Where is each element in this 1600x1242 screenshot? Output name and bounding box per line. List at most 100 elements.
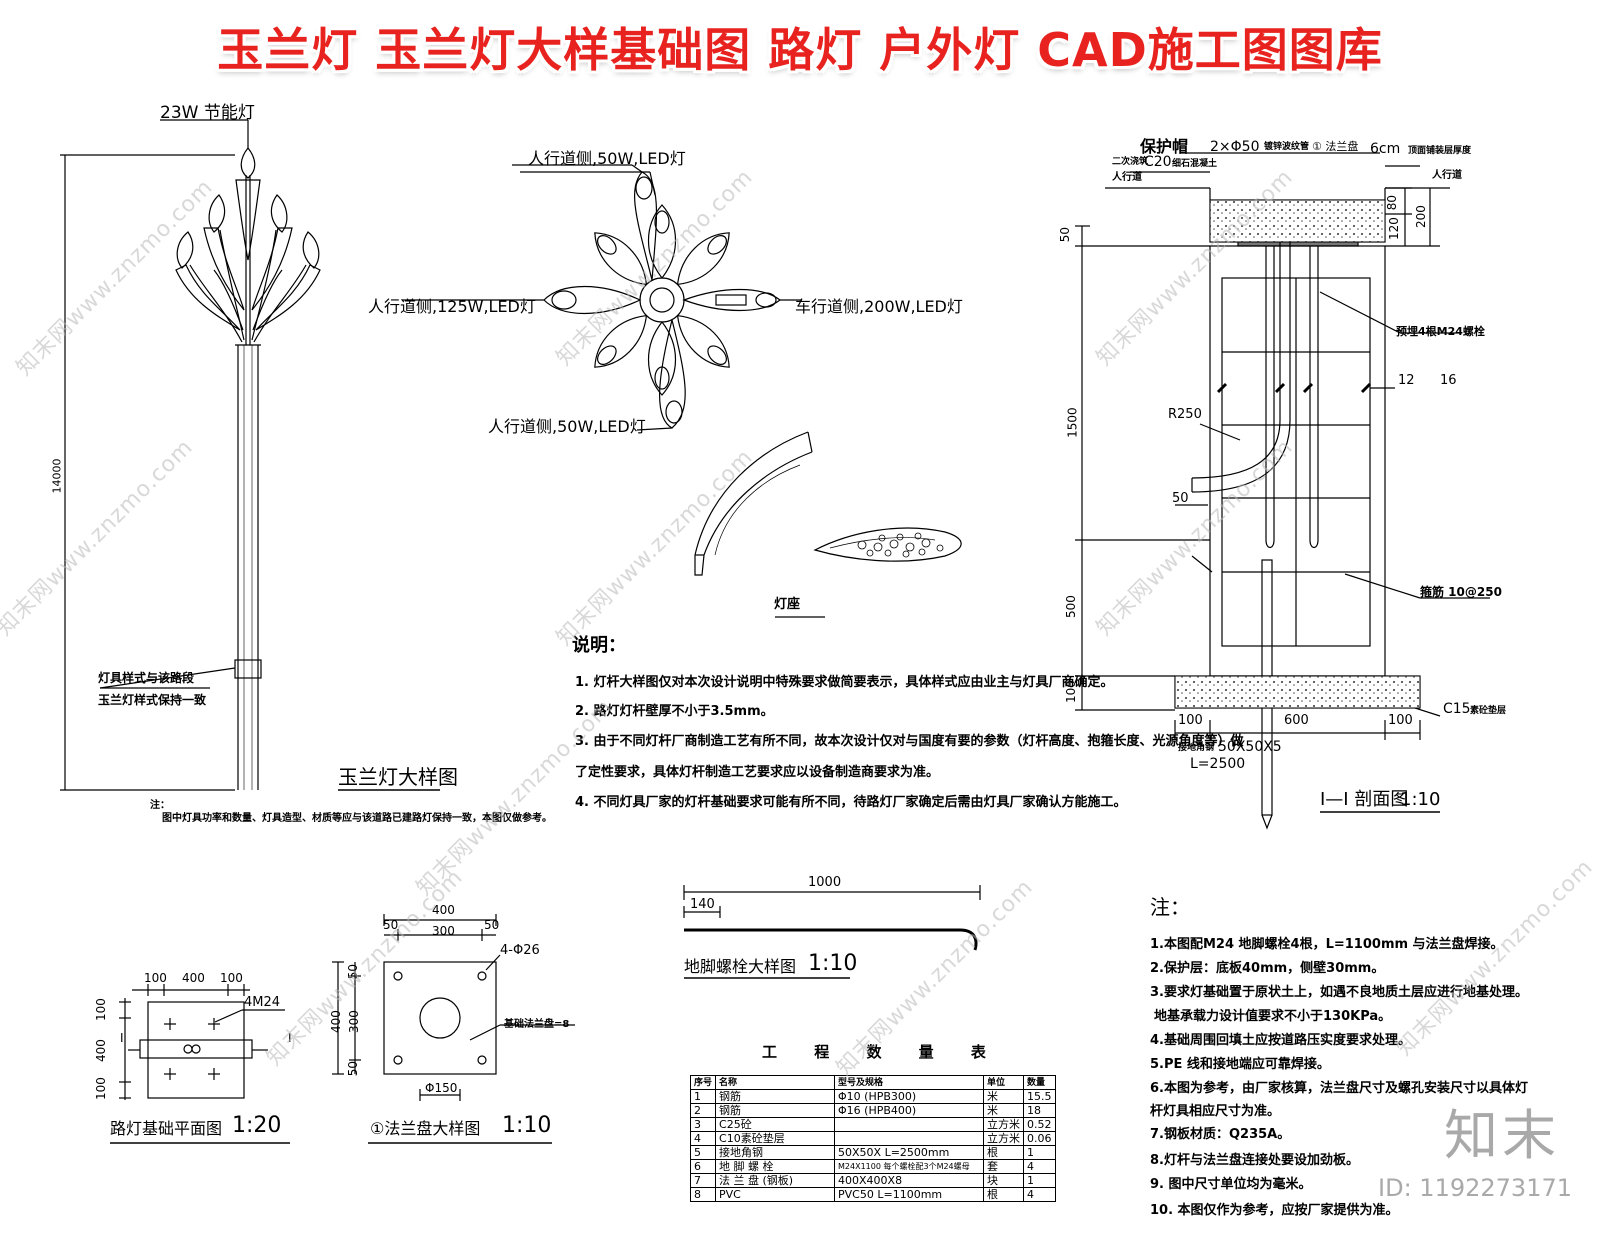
table-cell: 米	[983, 1103, 1025, 1118]
note-item: 3. 由于不同灯杆厂商制造工艺有所不同，故本次设计仅对与国度有要的参数（灯杆高度…	[575, 734, 1244, 749]
table-cell: 7	[689, 1173, 717, 1188]
table-cell: 立方米	[983, 1117, 1025, 1132]
note-item: 1. 灯杆大样图仅对本次设计说明中特殊要求做简要表示，具体样式应由业主与灯具厂商…	[575, 675, 1114, 690]
sec-dim-v: 500	[1063, 595, 1078, 619]
table-row: 8 PVC PVC50 L=1100mm 根 4	[689, 1187, 1056, 1202]
table-cell: 法 兰 盘 (钢板)	[715, 1173, 836, 1188]
table-row: 4 C10素砼垫层 立方米 0.06	[689, 1131, 1056, 1146]
table-cell: Φ10 (HPB300)	[834, 1089, 985, 1104]
sec-dim-h: 600	[1284, 713, 1309, 728]
sec-dim-right: 120	[1386, 217, 1401, 241]
table-header-cell: 单位	[983, 1075, 1025, 1090]
table-header-cell: 数量	[1023, 1075, 1056, 1090]
table-row: 6 地 脚 螺 栓 M24X1100 每个螺栓配3个M24螺母 套 4	[689, 1159, 1056, 1174]
label-ped-left: 人行道侧,125W,LED灯	[368, 297, 536, 316]
table-cell: 0.06	[1023, 1131, 1056, 1146]
table-cell: 0.52	[1023, 1117, 1056, 1132]
right-note-item: 9. 图中尺寸单位均为毫米。	[1150, 1177, 1312, 1192]
table-cell: Φ16 (HPB400)	[834, 1103, 985, 1118]
fp-scale: 1:20	[232, 1113, 282, 1138]
sec-radius: R250	[1168, 407, 1202, 422]
table-cell: 3	[689, 1117, 717, 1132]
right-note-item: 2.保护层：底板40mm，侧壁30mm。	[1150, 961, 1385, 976]
section-view	[1075, 152, 1490, 830]
fp-dim-top: 400	[182, 971, 205, 985]
sec-title: I—I 剖面图	[1320, 789, 1409, 810]
table-cell: 4	[1023, 1159, 1056, 1174]
table-cell: 米	[983, 1089, 1025, 1104]
table-row: 5 接地角钢 50X50X L=2500mm 根 1	[689, 1145, 1056, 1160]
table-cell: C25砼	[715, 1117, 836, 1132]
sec-c15: C15	[1443, 701, 1471, 717]
fp-mark-r: I	[288, 1031, 292, 1045]
sec-dim-50: 50	[1172, 491, 1189, 506]
right-note-item: 地基承载力设计值要求不小于130KPa。	[1154, 1009, 1392, 1024]
right-note-item: 4.基础周围回填土应按道路压实度要求处理。	[1150, 1033, 1411, 1048]
anchor-title: 地脚螺栓大样图	[684, 957, 797, 976]
table-cell: 接地角钢	[715, 1145, 836, 1160]
pole-drawing-title: 玉兰灯大样图	[338, 765, 458, 789]
pole-height-dim: 14000	[50, 458, 64, 494]
sec-dim-right: 80	[1385, 194, 1400, 211]
table-cell: 块	[983, 1173, 1025, 1188]
sec-cap: 保护帽	[1140, 137, 1189, 156]
table-cell: PVC50 L=1100mm	[834, 1187, 985, 1202]
sec-rebar-b: 16	[1440, 373, 1457, 388]
fl-dim-top: 300	[432, 924, 455, 938]
table-cell: PVC	[715, 1187, 836, 1202]
notes-head: 说明：	[572, 635, 626, 656]
sec-dim-h: 100	[1388, 713, 1413, 728]
right-note-item: 5.PE 线和接地端应可靠焊接。	[1150, 1057, 1330, 1072]
sec-concrete: C20	[1144, 154, 1172, 170]
foundation-plan	[119, 984, 285, 1100]
sec-sidewalk-right: 人行道	[1432, 170, 1462, 181]
table-cell: 立方米	[983, 1131, 1025, 1146]
table-cell: 6	[689, 1159, 717, 1174]
sec-stirrup: 箍筋 10@250	[1420, 585, 1502, 599]
table-cell: 1	[689, 1089, 717, 1104]
sec-ground-len: L=2500	[1190, 756, 1246, 772]
table-cell: 1	[1023, 1173, 1056, 1188]
fl-holes: 4-Φ26	[500, 943, 540, 958]
sec-dim-h: 100	[1178, 713, 1203, 728]
sec-left-note: 二次浇筑	[1112, 157, 1149, 167]
right-note-item: 7.钢板材质：Q235A。	[1150, 1127, 1291, 1142]
note-item: 2. 路灯灯杆壁厚不小于3.5mm。	[575, 704, 774, 719]
brand-logo: 知末	[1444, 1104, 1560, 1167]
table-cell: 50X50X L=2500mm	[834, 1145, 985, 1160]
table-cell: 4	[1023, 1187, 1056, 1202]
style-note-1: 灯具样式与该路段	[98, 671, 195, 685]
sec-dim-right: 200	[1413, 205, 1428, 229]
fl-dim-top: 50	[484, 918, 500, 932]
quantity-table: 序号 名称 型号及规格 单位 数量 1 钢筋 Φ10 (HPB300) 米 15…	[689, 1075, 1056, 1202]
note-item: 4. 不同灯具厂家的灯杆基础要求可能有所不同，待路灯厂家确定后需由灯具厂家确认方…	[575, 795, 1127, 810]
fl-scale: 1:10	[502, 1113, 552, 1138]
sec-rebar-a: 12	[1398, 373, 1415, 388]
fp-dim-left: 400	[93, 1039, 108, 1063]
right-note-item: 1.本图配M24 地脚螺栓4根，L=1100mm 与法兰盘焊接。	[1150, 937, 1504, 952]
table-row: 2 钢筋 Φ16 (HPB400) 米 18	[689, 1103, 1056, 1118]
table-header-row: 序号 名称 型号及规格 单位 数量	[689, 1075, 1056, 1090]
table-cell: 根	[983, 1145, 1025, 1160]
sec-top-note: 顶面铺装层厚度	[1408, 146, 1472, 156]
fl-thick: 基础法兰盘=8	[504, 1019, 570, 1030]
fp-dim-top: 100	[220, 971, 243, 985]
image-id: ID: 1192273171	[1378, 1174, 1572, 1202]
pole-note-head: 注：	[150, 800, 170, 811]
table-cell	[834, 1131, 985, 1146]
sec-bolt-note: 预埋4根M24螺栓	[1396, 325, 1485, 338]
fp-title: 路灯基础平面图	[110, 1119, 223, 1138]
pole-elevation	[60, 119, 321, 791]
qty-table-title: 工 程 数 量 表	[762, 1043, 1002, 1061]
table-cell: 地 脚 螺 栓	[715, 1159, 836, 1174]
fp-bolt: 4M24	[244, 995, 281, 1010]
sec-c15-note: 素砼垫层	[1470, 706, 1507, 716]
right-note-item: 杆灯具相应尺寸为准。	[1150, 1104, 1281, 1119]
anchor-scale: 1:10	[808, 951, 858, 976]
anchor-length: 1000	[808, 875, 842, 890]
sec-scale: 1:10	[1400, 789, 1441, 810]
table-cell: 4	[689, 1131, 717, 1146]
style-note-2: 玉兰灯样式保持一致	[98, 693, 207, 707]
right-note-item: 10. 本图仅作为参考，应按厂家提供为准。	[1150, 1203, 1399, 1218]
